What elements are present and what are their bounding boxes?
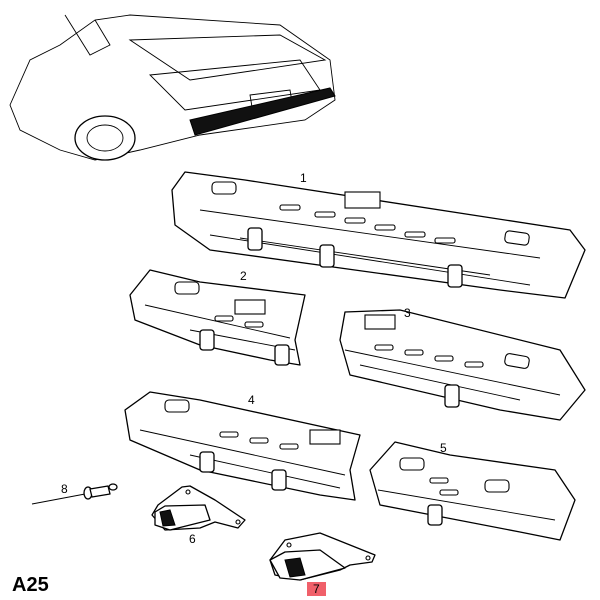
part-3-drawing bbox=[339, 309, 586, 421]
car-rear-illustration bbox=[9, 14, 336, 161]
part-number-4: 4 bbox=[248, 393, 255, 407]
part-7-drawing bbox=[269, 532, 376, 581]
part-number-8: 8 bbox=[61, 482, 68, 496]
part-1-drawing bbox=[171, 171, 586, 299]
part-6-drawing bbox=[151, 485, 246, 531]
page-code: A25 bbox=[12, 574, 49, 596]
part-number-7-highlighted[interactable]: 7 bbox=[307, 582, 326, 596]
part-number-1: 1 bbox=[300, 171, 307, 185]
part-number-6: 6 bbox=[189, 532, 196, 546]
part-5-drawing bbox=[369, 441, 576, 541]
part-number-3: 3 bbox=[404, 306, 411, 320]
part-2-drawing bbox=[129, 269, 306, 366]
part-number-5: 5 bbox=[440, 441, 447, 455]
part-8-drawing bbox=[31, 483, 118, 505]
part-number-2: 2 bbox=[240, 269, 247, 283]
part-4-drawing bbox=[124, 391, 361, 501]
